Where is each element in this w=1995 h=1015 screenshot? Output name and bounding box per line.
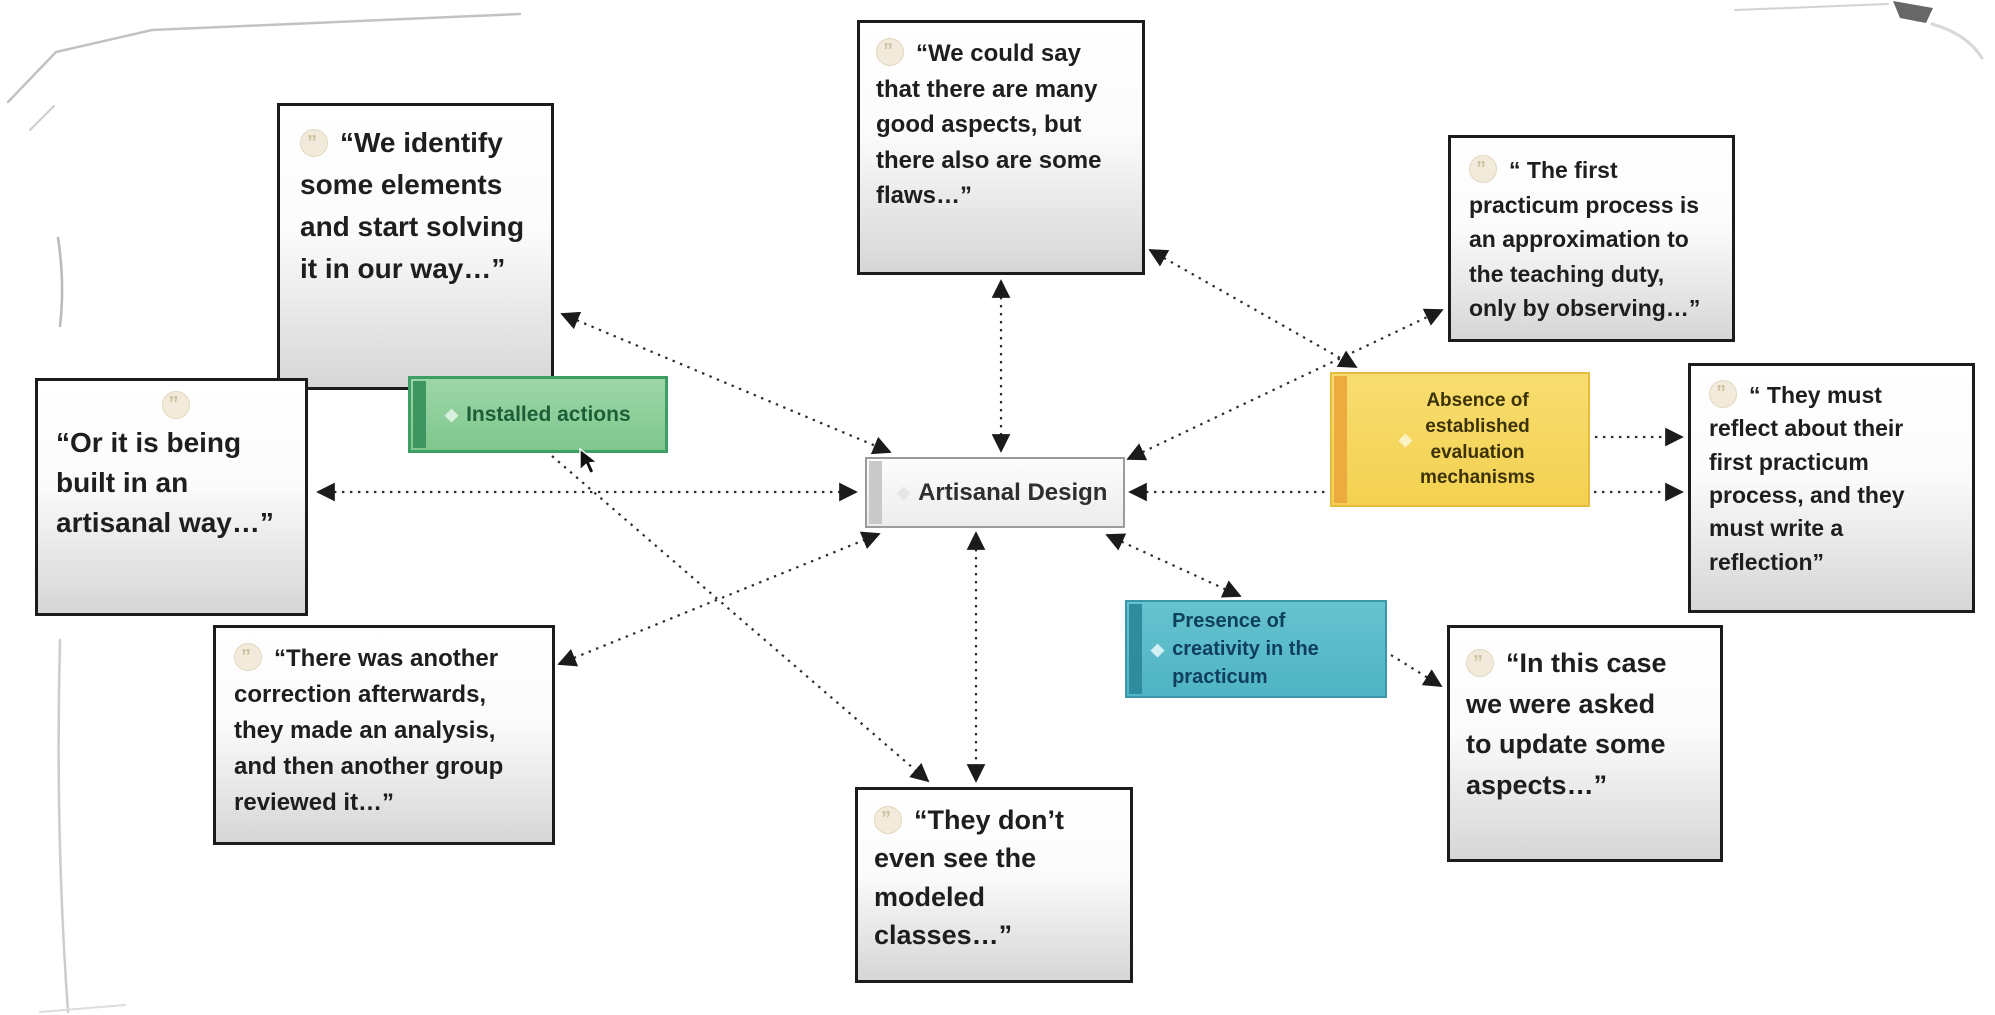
diamond-icon: ◆ — [1398, 430, 1412, 449]
quote-text: “Or it is being built in an artisanal wa… — [56, 427, 274, 538]
code-absence-evaluation-mechanisms[interactable]: ◆ Absence of established evaluation mech… — [1330, 372, 1590, 507]
quotation-icon — [1466, 648, 1494, 678]
quote-box-artisanal-way[interactable]: “Or it is being built in an artisanal wa… — [35, 378, 308, 616]
edge-topleft-quote-center — [560, 311, 892, 455]
quote-text: “We could say that there are many good a… — [876, 40, 1102, 210]
node-color-strip — [869, 461, 882, 524]
code-color-strip — [1334, 376, 1347, 503]
code-label: Installed actions — [466, 402, 631, 426]
code-color-strip — [413, 381, 426, 448]
code-color-strip — [1129, 604, 1142, 694]
code-label: Absence of established evaluation mechan… — [1419, 390, 1536, 489]
edge-bottomleft-quote-center — [557, 531, 881, 667]
edge-center-topright-quote — [1126, 308, 1444, 461]
mouse-cursor-icon — [579, 448, 599, 475]
quotation-icon — [234, 642, 262, 672]
edge-center-teal — [1105, 533, 1242, 598]
code-presence-creativity[interactable]: ◆ Presence of creativity in the practicu… — [1125, 600, 1387, 698]
quote-text: “In this case we were asked to update so… — [1466, 648, 1667, 800]
quote-text: “We identify some elements and start sol… — [300, 127, 525, 284]
quotation-icon — [1469, 154, 1497, 184]
edge-topcenter-quote-yellow — [1148, 249, 1358, 368]
edge-teal-inthiscase-quote — [1390, 654, 1443, 687]
quote-box-we-identify[interactable]: “We identify some elements and start sol… — [277, 103, 554, 390]
quote-text: “They don’t even see the modeled classes… — [874, 805, 1064, 950]
code-installed-actions[interactable]: ◆ Installed actions — [408, 376, 668, 453]
quotation-icon — [876, 37, 904, 67]
edge-green-bottomcenter-quote — [551, 455, 930, 783]
quote-text: “ They must reflect about their first pr… — [1709, 382, 1905, 575]
quote-box-good-aspects[interactable]: “We could say that there are many good a… — [857, 20, 1145, 275]
diamond-icon: ◆ — [897, 483, 911, 502]
quote-text: “ The first practicum process is an appr… — [1469, 157, 1701, 321]
quote-box-another-correction[interactable]: “There was another correction afterwards… — [213, 625, 555, 845]
quotation-icon — [1709, 379, 1737, 408]
scan-artifacts — [6, 1, 1984, 1014]
node-label: Artisanal Design — [918, 478, 1108, 506]
central-node-artisanal-design[interactable]: ◆ Artisanal Design — [865, 457, 1125, 528]
quotation-icon — [161, 390, 190, 419]
quote-box-in-this-case[interactable]: “In this case we were asked to update so… — [1447, 625, 1723, 862]
quote-box-they-must-reflect[interactable]: “ They must reflect about their first pr… — [1688, 363, 1975, 613]
quotation-icon — [300, 128, 328, 158]
quotation-icon — [874, 805, 902, 834]
quote-box-first-practicum[interactable]: “ The first practicum process is an appr… — [1448, 135, 1735, 342]
quote-box-modeled-classes[interactable]: “They don’t even see the modeled classes… — [855, 787, 1133, 983]
quote-text: “There was another correction afterwards… — [234, 645, 504, 816]
diamond-icon: ◆ — [1151, 639, 1165, 659]
code-label: Presence of creativity in the practicum — [1172, 610, 1319, 688]
diamond-icon: ◆ — [445, 405, 459, 424]
